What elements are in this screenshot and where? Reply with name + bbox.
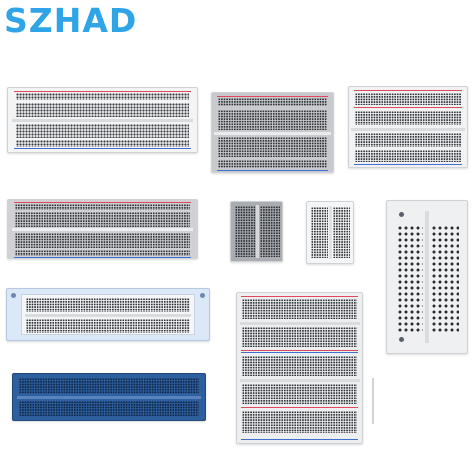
breadboard-dark-blue xyxy=(12,373,206,421)
breadboard-large-grey xyxy=(7,199,198,259)
thin-post xyxy=(372,378,374,424)
breadboard-mini-grey xyxy=(230,201,283,262)
breadboard-grey-400 xyxy=(211,92,334,173)
breadboard-mini-white xyxy=(306,201,354,264)
brand-logo-text: SZHAD xyxy=(4,1,138,40)
breadboard-large-white xyxy=(7,87,198,153)
breadboard-light-blue-base xyxy=(6,288,210,341)
breadboard-white-400 xyxy=(348,86,468,168)
breadboard-stacked-white xyxy=(236,292,363,444)
breadboard-tall-white xyxy=(386,200,468,354)
